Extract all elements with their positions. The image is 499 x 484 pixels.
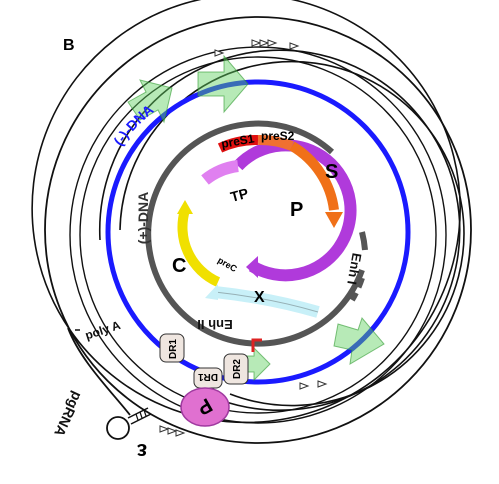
dr1-box: DR1 [159,333,185,363]
p-protein [180,387,230,427]
stem-loop-icon [106,407,152,440]
svg-text:DR1: DR1 [198,371,218,382]
x-orf-label: X [254,289,265,306]
tp-label: TP [229,185,250,205]
dr1-rna-box: DR1 [193,367,223,389]
svg-text:DR1: DR1 [168,339,179,359]
pgrna-outer-line-2 [69,254,456,424]
plus-dna-strand [145,120,365,347]
open-triangle-icon [159,39,328,437]
c-orf [177,208,221,287]
enh1-label: Enh I [344,252,364,286]
cap-icon [251,338,262,352]
minus-dna-strand [105,79,411,385]
pres1-label: preS1 [220,131,256,151]
dr2-box: DR2 [223,353,249,385]
pgrna-tail [67,327,131,416]
c-orf-label: C [172,255,186,277]
tp-domain [201,160,239,185]
s-orf [289,141,339,211]
panel-label: B [63,37,75,54]
promoter-arrow-icon [127,54,385,382]
rna-ring-1 [69,46,447,424]
p-orf-label: P [290,199,303,221]
enh2-label: Enh II [197,317,232,332]
pres1-region [217,135,259,153]
outer-ring [44,16,472,444]
s-orf-label: S [325,161,338,183]
x-orf [214,286,320,318]
pres2-label: preS2 [261,129,295,143]
pgrna-label: pgRNA [51,389,86,439]
plus-dna-label: (+)-DNA [135,192,151,245]
epsilon-label: ε [136,439,147,464]
prec-label: preC [216,255,239,274]
pres2-region [257,134,294,151]
rna-ring-2 [79,56,437,414]
svg-text:DR2: DR2 [232,359,243,379]
